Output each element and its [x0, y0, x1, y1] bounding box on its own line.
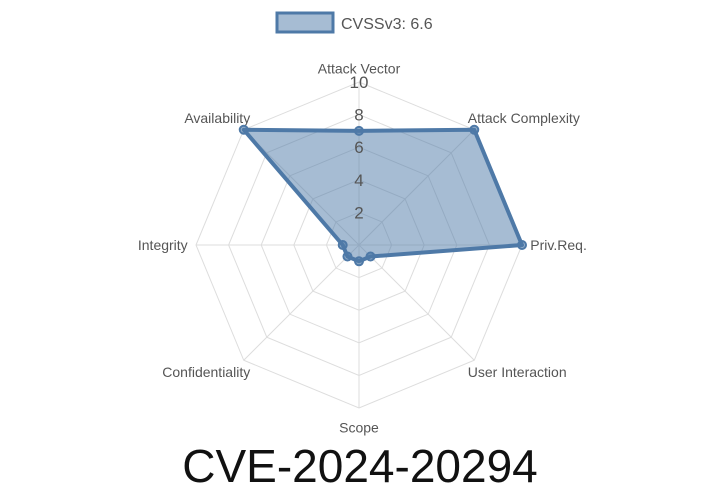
axis-label: Scope	[339, 419, 379, 435]
axis-label: Integrity	[138, 237, 188, 253]
tick-labels: 2 4 6 8 10	[350, 73, 369, 222]
data-point[interactable]	[342, 251, 353, 262]
axis-line	[358, 244, 475, 361]
tick-label: 8	[354, 106, 363, 125]
data-point[interactable]	[469, 124, 480, 135]
data-point[interactable]	[238, 124, 249, 135]
data-point[interactable]	[337, 240, 348, 250]
axis-line	[243, 244, 360, 361]
legend-swatch	[275, 11, 335, 34]
chart-title: CVE-2024-20294	[182, 440, 537, 492]
axis-label: Attack Vector	[318, 61, 401, 77]
data-point[interactable]	[354, 125, 364, 136]
legend[interactable]: CVSSv3: 6.6	[275, 11, 433, 34]
axis-label: User Interaction	[468, 364, 567, 380]
data-point[interactable]	[365, 251, 376, 262]
legend-label: CVSSv3: 6.6	[341, 16, 433, 33]
axis-label: Priv.Req.	[530, 237, 587, 253]
tick-label: 4	[354, 171, 363, 190]
series	[238, 124, 527, 267]
series-area	[241, 127, 524, 264]
axis-label: Confidentiality	[162, 364, 250, 380]
data-point[interactable]	[354, 256, 364, 267]
axis-label: Attack Complexity	[468, 110, 580, 126]
tick-label: 6	[354, 138, 363, 157]
axis-label: Availability	[184, 110, 250, 126]
data-point[interactable]	[517, 240, 527, 250]
tick-label: 10	[350, 73, 369, 92]
tick-label: 2	[354, 203, 363, 222]
